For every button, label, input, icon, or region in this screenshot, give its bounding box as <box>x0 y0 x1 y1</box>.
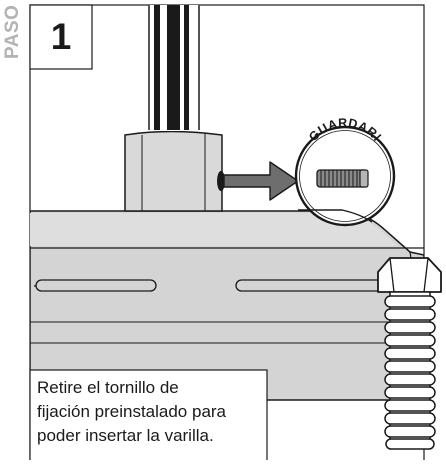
arrow-right-icon <box>223 161 299 201</box>
caption-line: Retire el tornillo de <box>37 378 179 397</box>
step-number-box <box>29 4 93 70</box>
set-screw-icon <box>316 169 369 188</box>
rail-panel <box>30 210 424 401</box>
caption-box <box>29 369 268 463</box>
instruction-caption: Retire el tornillo de fijación preinstal… <box>37 376 261 448</box>
callout-circle: GUARDAR! <box>294 116 396 227</box>
set-screw-hole <box>217 171 225 191</box>
step-number: 1 <box>50 16 72 57</box>
vertical-rod <box>148 5 200 131</box>
hex-bolt-icon <box>377 257 442 450</box>
rail-slot-right <box>235 279 387 292</box>
caption-line: fijación preinstalado para <box>37 402 227 421</box>
post-collar <box>124 130 225 212</box>
step-label: PASO <box>2 4 23 60</box>
caption-line: poder insertar la varilla. <box>37 426 214 445</box>
